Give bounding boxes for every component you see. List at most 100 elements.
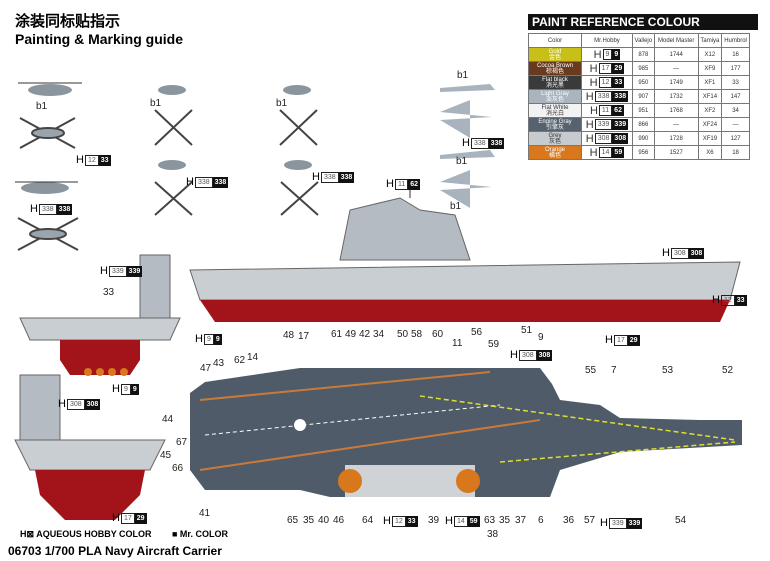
color-name-cn: 消光黑 — [545, 82, 564, 89]
mr-color-code: 9 — [213, 333, 222, 345]
callout-number: 57 — [584, 515, 596, 526]
hobby-prefix: H — [585, 90, 594, 103]
paint-table-title: PAINT REFERENCE COLOUR — [528, 14, 758, 30]
aircraft-part-label: b1 — [450, 201, 462, 212]
helicopter-side-icon — [158, 85, 312, 170]
callout-number: 6 — [538, 515, 544, 526]
color-name: Gold — [548, 48, 562, 55]
aqueous-code: 338 — [320, 171, 339, 183]
callout-number: 44 — [162, 414, 174, 425]
hobby-prefix: H — [312, 171, 320, 183]
aqueous-code: 12 — [84, 154, 99, 166]
color-name: Flat black — [542, 76, 568, 83]
aircraft-part-label: b1 — [36, 101, 48, 112]
color-name-cn: 引擎灰 — [545, 124, 564, 131]
vallejo-cell: 956 — [631, 145, 655, 160]
callout-number: 43 — [213, 358, 225, 369]
callout-number: 41 — [199, 508, 211, 519]
hobby-prefix: H — [510, 349, 518, 361]
hobby-prefix: H — [662, 247, 670, 259]
aqueous-code: 11 — [394, 178, 409, 190]
callout-number: 59 — [488, 339, 500, 350]
mr-color-code: 33 — [98, 154, 111, 166]
hobby-prefix: H — [112, 383, 120, 395]
model-master-cell: — — [653, 117, 699, 132]
color-name-cn: 消光白 — [545, 110, 564, 117]
helicopter-side-icon — [18, 82, 82, 96]
hobby-prefix: H — [589, 76, 598, 89]
hobby-prefix: H — [383, 515, 391, 527]
mr-color-code: 29 — [134, 512, 147, 524]
helicopter-side-icon — [15, 181, 78, 194]
aqueous-code: 9 — [203, 333, 214, 345]
mr-color-code: 59 — [612, 147, 625, 158]
mr-color-code: 339 — [612, 119, 629, 130]
mr-color-code: 59 — [467, 515, 480, 527]
hobby-prefix: H — [195, 333, 203, 345]
hobby-prefix: H — [712, 294, 720, 306]
humbrol-cell: 33 — [721, 75, 750, 90]
hobby-prefix: H — [605, 334, 613, 346]
color-name-cn: 淡灰色 — [545, 96, 564, 103]
callout-number: 58 — [411, 329, 423, 340]
callout-number: 38 — [487, 529, 499, 540]
model-master-cell: 1527 — [653, 145, 699, 160]
mr-color-code: 33 — [734, 294, 747, 306]
callout-number: 52 — [722, 365, 734, 376]
aqueous-code: 12 — [598, 77, 613, 88]
callout-number: 48 — [283, 330, 295, 341]
hobby-prefix: H — [58, 398, 66, 410]
color-name-cn: 棕褐色 — [545, 68, 564, 75]
mr-color-code: 33 — [612, 77, 625, 88]
hobby-prefix: H — [589, 62, 598, 75]
callout-number: 11 — [452, 338, 463, 349]
hobby-prefix: H — [600, 517, 608, 529]
color-name: Orange — [544, 146, 565, 153]
mr-color-code: 29 — [612, 63, 625, 74]
callout-number: 50 — [397, 329, 409, 340]
callout-number: 40 — [318, 515, 330, 526]
callout-number: 14 — [247, 352, 259, 363]
aqueous-code: 338 — [194, 176, 213, 188]
callout-number: 7 — [611, 365, 617, 376]
aqueous-code: 339 — [608, 517, 627, 529]
callout-number: 64 — [362, 515, 374, 526]
callout-number: 37 — [515, 515, 527, 526]
color-name: Cocoa Brown — [536, 62, 574, 69]
humbrol-cell: 177 — [721, 61, 750, 76]
mr-color-code: 338 — [488, 137, 505, 149]
hobby-prefix: H — [76, 154, 84, 166]
jet-icon — [440, 84, 495, 208]
mr-color-code: 62 — [612, 105, 624, 116]
mr-color-code: 9 — [130, 383, 139, 395]
mr-color-code: 338 — [56, 203, 73, 215]
color-name: Grey — [548, 132, 562, 139]
helicopter-top-icon — [154, 109, 319, 216]
aqueous-code: 338 — [38, 203, 57, 215]
hobby-prefix: H — [589, 104, 598, 117]
aqueous-code: 14 — [453, 515, 468, 527]
hobby-prefix: H — [585, 118, 594, 131]
mr-color-code: 339 — [626, 517, 643, 529]
callout-number: 67 — [176, 437, 188, 448]
aqueous-code: 9 — [602, 49, 613, 60]
